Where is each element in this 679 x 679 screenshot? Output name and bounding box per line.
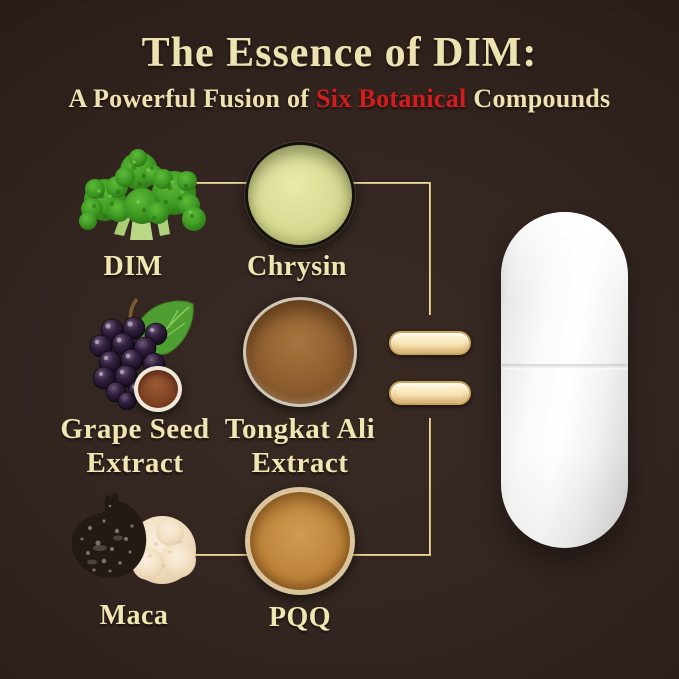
broccoli-image bbox=[79, 149, 206, 240]
capsule-seam bbox=[502, 364, 627, 370]
ingredient-label-chrysin: Chrysin bbox=[247, 251, 347, 282]
pqq-powder-jar-image bbox=[245, 487, 355, 595]
tongkat-ali-powder-bowl-image bbox=[243, 297, 357, 407]
connector-line-top-vertical bbox=[429, 182, 431, 315]
page-subtitle: A Powerful Fusion of Six Botanical Compo… bbox=[0, 84, 679, 114]
maca-root-and-powder-image bbox=[71, 492, 196, 584]
subtitle-suffix: Compounds bbox=[466, 84, 611, 113]
ingredient-label-maca: Maca bbox=[99, 600, 169, 631]
chrysin-powder-bowl-image bbox=[245, 142, 355, 248]
subtitle-prefix: A Powerful Fusion of bbox=[68, 84, 317, 113]
connector-line-bottom-vertical bbox=[429, 418, 431, 556]
ingredient-label-grape-seed: Grape Seed Extract bbox=[60, 413, 210, 479]
maca-root-shape bbox=[71, 492, 147, 578]
ingredient-label-tongkat: Tongkat Ali Extract bbox=[224, 413, 376, 479]
grape-seed-powder-bowl-image bbox=[134, 366, 182, 412]
tablet-icon bbox=[389, 381, 471, 405]
ingredient-label-dim: DIM bbox=[103, 251, 163, 282]
subtitle-highlight: Six Botanical bbox=[316, 84, 467, 113]
ingredient-label-pqq: PQQ bbox=[268, 602, 332, 633]
page-title: The Essence of DIM: bbox=[141, 30, 538, 76]
white-capsule-image bbox=[501, 212, 628, 548]
tablet-icon bbox=[389, 331, 471, 355]
